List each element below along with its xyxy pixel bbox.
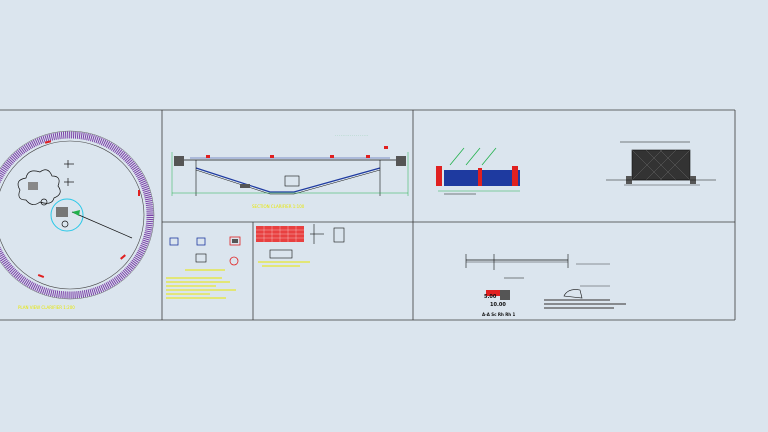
foundation-left xyxy=(436,147,520,195)
section-header: . . . . . . . . . . . . . . . . . . xyxy=(335,133,368,137)
section-caption: SECTION CLARIFIER 1:100 xyxy=(252,204,305,209)
dim-label-1: 5.00 xyxy=(484,294,497,300)
section-detail: 5.00 10.00 A-A Sc Rh Rh 1 xyxy=(465,254,626,317)
dim-label-2: 10.00 xyxy=(490,302,506,308)
detail-grid xyxy=(256,224,345,267)
foundation-right xyxy=(606,141,716,186)
section-view: . . . . . . . . . . . . . . . . . . SECT… xyxy=(171,133,409,209)
ring-markers xyxy=(37,140,140,278)
frame xyxy=(0,109,736,321)
detail-small xyxy=(166,236,241,299)
section-detail-caption: A-A Sc Rh Rh 1 xyxy=(482,312,516,317)
plan-caption: PLAN VIEW CLARIFIER 1:200 xyxy=(18,305,75,310)
plan-view: PLAN VIEW CLARIFIER 1:200 xyxy=(0,130,155,310)
